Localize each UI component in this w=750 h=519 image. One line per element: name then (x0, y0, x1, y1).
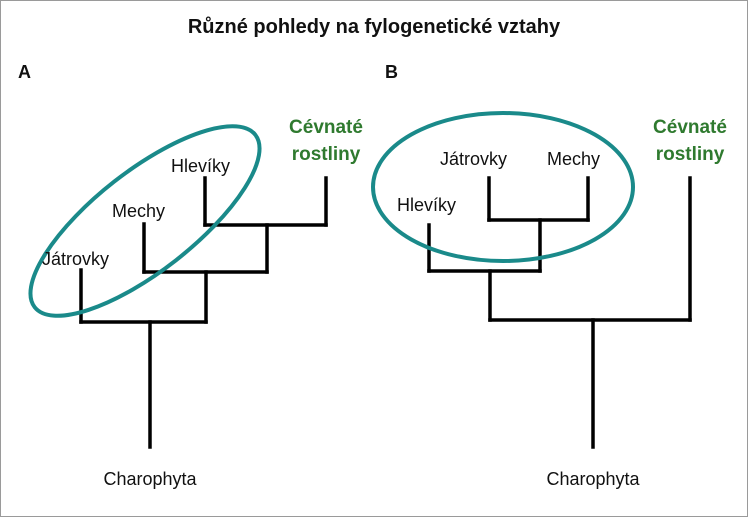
panel-b-label-mechy: Mechy (547, 149, 600, 169)
panel-a: A Hlevíky Mechy Játrovky Cévnaté rostlin… (18, 62, 363, 489)
panel-b-label-root: Charophyta (546, 469, 640, 489)
panel-b-label-hlevky: Hlevíky (397, 195, 456, 215)
panel-a-label-root: Charophyta (103, 469, 197, 489)
panel-a-label-jatrovky: Játrovky (42, 249, 109, 269)
panel-b-bryophyte-ellipse (371, 111, 635, 263)
figure-title: Různé pohledy na fylogenetické vztahy (188, 16, 561, 38)
panel-a-label-mechy: Mechy (112, 201, 165, 221)
panel-b-label-jatrovky: Játrovky (440, 149, 507, 169)
panel-b-label-cevnate-2: rostliny (656, 144, 725, 165)
panel-a-label-cevnate-2: rostliny (292, 144, 361, 165)
panel-a-bryophyte-ellipse (28, 124, 262, 318)
panel-a-letter: A (18, 62, 31, 82)
panel-a-label-cevnate-1: Cévnaté (289, 117, 363, 138)
panel-b: B Játrovky Mechy Hlevíky Cévnaté rostlin… (371, 62, 727, 489)
panel-b-label-cevnate-1: Cévnaté (653, 117, 727, 138)
panel-a-label-hlevky: Hlevíky (171, 156, 230, 176)
panel-b-letter: B (385, 62, 398, 82)
